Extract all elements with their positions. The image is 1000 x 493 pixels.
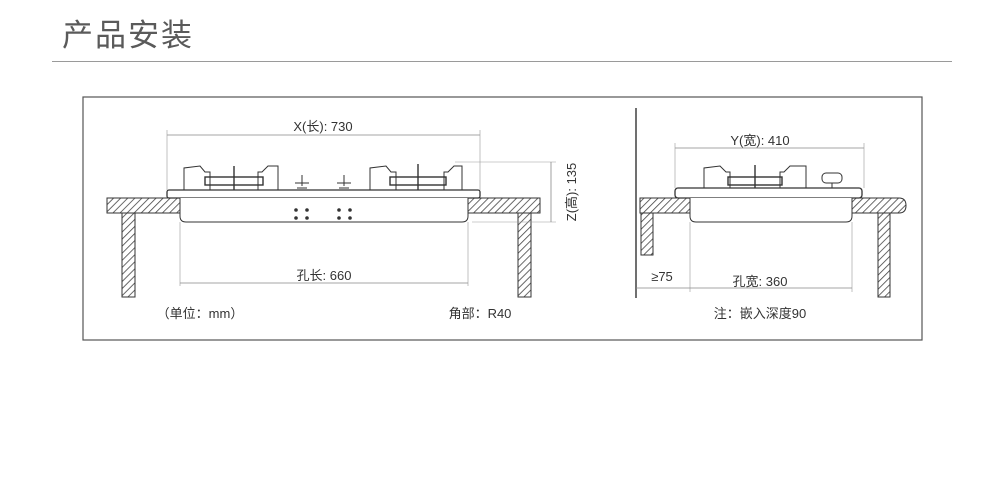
burner-side [703, 165, 807, 188]
height-label: Z(高): 135 [564, 163, 579, 222]
cabinet-wall-left [121, 212, 136, 298]
width-label: X(长): 730 [293, 119, 352, 134]
cabinet-wall-front [877, 212, 891, 298]
burner-right [369, 164, 463, 190]
countertop-back [639, 197, 691, 214]
cooktop-basin [179, 198, 469, 223]
countertop-left [106, 197, 181, 214]
front-view [106, 130, 556, 298]
knob-right [337, 175, 351, 189]
cooktop-plate [166, 189, 481, 199]
cabinet-wall-right [517, 212, 532, 298]
burner-left [183, 165, 279, 190]
corner-note: 角部：R40 [449, 306, 512, 321]
cooktop-basin-side [689, 198, 853, 223]
cutout-width-label: 孔宽: 360 [733, 274, 788, 289]
embed-depth-note: 注：嵌入深度90 [714, 306, 806, 321]
cooktop-plate-side [674, 187, 863, 199]
countertop-front [851, 197, 907, 214]
page-title: 产品安装 [62, 18, 194, 54]
title-divider [52, 61, 952, 62]
control-holes [294, 208, 352, 220]
cutout-length-label: 孔长: 660 [297, 268, 352, 283]
countertop-right [467, 197, 541, 214]
depth-label: Y(宽): 410 [730, 133, 789, 148]
knob-side [821, 172, 843, 188]
knob-left [295, 175, 309, 189]
cabinet-wall-back [640, 212, 654, 256]
wall-clearance-label: ≥75 [651, 269, 673, 284]
unit-note: （单位：mm） [157, 306, 244, 321]
side-view [635, 108, 907, 298]
diagram-frame [82, 96, 923, 341]
